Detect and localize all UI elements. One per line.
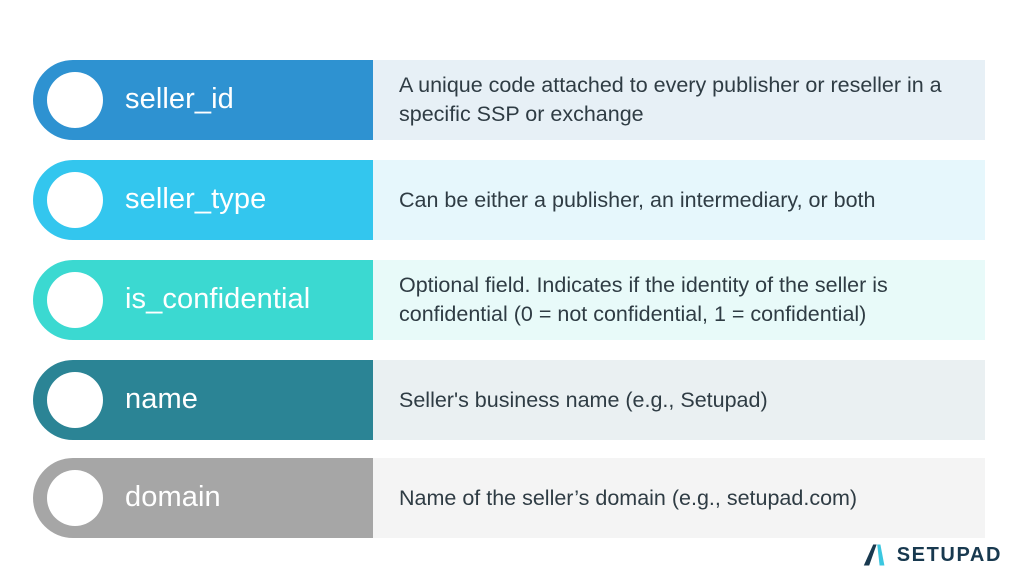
field-description-panel: Name of the seller’s domain (e.g., setup… xyxy=(373,458,985,538)
field-description-text: Name of the seller’s domain (e.g., setup… xyxy=(399,485,858,510)
field-label-pill: domain xyxy=(33,458,373,538)
field-label-pill: is_confidential xyxy=(33,260,373,340)
field-description-text: Seller's business name (e.g., Setupad) xyxy=(399,387,768,412)
circle-badge-icon xyxy=(47,72,103,128)
field-row: is_confidential Optional field. Indicates… xyxy=(33,260,985,340)
circle-badge-icon xyxy=(47,470,103,526)
circle-badge-icon xyxy=(47,372,103,428)
field-name-label: seller_type xyxy=(125,183,267,216)
field-description-panel: A unique code attached to every publishe… xyxy=(373,60,985,140)
field-description-panel: Can be either a publisher, an intermedia… xyxy=(373,160,985,240)
setupad-logo-mark-icon xyxy=(863,544,885,566)
field-name-label: is_confidential xyxy=(125,283,311,316)
field-label-pill: seller_id xyxy=(33,60,373,140)
field-row: seller_id A unique code attached to every… xyxy=(33,60,985,140)
field-label-pill: seller_type xyxy=(33,160,373,240)
field-name-label: seller_id xyxy=(125,83,234,116)
field-label-pill: name xyxy=(33,360,373,440)
field-description-text: A unique code attached to every publishe… xyxy=(399,73,942,126)
field-row: name Seller's business name (e.g., Setupa… xyxy=(33,360,985,440)
circle-badge-icon xyxy=(47,172,103,228)
field-name-label: name xyxy=(125,383,198,416)
field-description-text: Can be either a publisher, an intermedia… xyxy=(399,187,876,212)
field-description-panel: Optional field. Indicates if the identit… xyxy=(373,260,985,340)
setupad-logo: SETUPAD xyxy=(863,542,1002,568)
setupad-wordmark: SETUPAD xyxy=(896,544,1002,566)
field-row: domain Name of the seller’s domain (e.g.,… xyxy=(33,458,985,538)
field-row: seller_type Can be either a publisher, an… xyxy=(33,160,985,240)
field-description-text: Optional field. Indicates if the identit… xyxy=(399,273,888,326)
field-description-panel: Seller's business name (e.g., Setupad) xyxy=(373,360,985,440)
circle-badge-icon xyxy=(47,272,103,328)
field-name-label: domain xyxy=(125,481,221,514)
